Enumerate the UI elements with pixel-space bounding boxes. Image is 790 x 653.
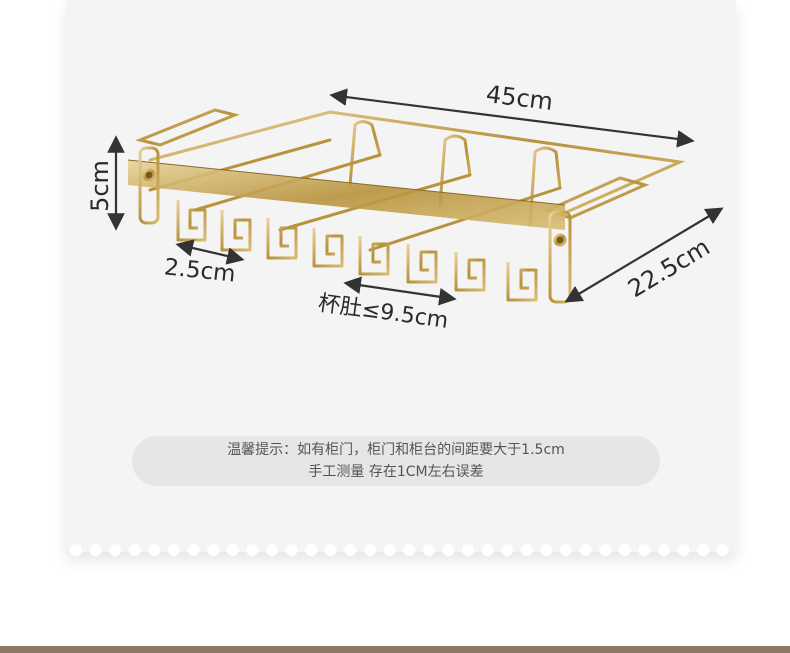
scallop-dot	[226, 544, 239, 556]
dimension-arrows	[107, 88, 724, 306]
scallop-dot	[697, 544, 710, 556]
scallop-dot	[70, 544, 82, 556]
scallop-dot	[462, 544, 474, 556]
notice-box: 温馨提示：如有柜门，柜门和柜台的间距要大于1.5cm 手工测量 存在1CM左右误…	[132, 436, 660, 486]
bottom-bar	[0, 646, 790, 653]
scallop-dot	[677, 544, 690, 556]
scallop-dot	[658, 544, 670, 556]
scallop-dot	[618, 544, 631, 556]
scallop-dot	[128, 544, 141, 556]
scallop-dot	[579, 544, 592, 556]
scallop-dot	[246, 544, 259, 556]
scallop-dot	[187, 544, 200, 556]
scallop-dot	[599, 544, 612, 556]
wine-glass-rack-illustration	[107, 88, 724, 306]
scallop-dot	[344, 544, 357, 556]
notice-line-1: 温馨提示：如有柜门，柜门和柜台的间距要大于1.5cm	[227, 442, 565, 458]
scallop-dot	[481, 544, 494, 556]
scallop-dot	[540, 544, 553, 556]
scallop-dot	[168, 544, 180, 556]
front-bar	[127, 159, 566, 230]
scalloped-edge	[70, 544, 729, 556]
scallop-dot	[422, 544, 435, 556]
scallop-dot	[383, 544, 396, 556]
scallop-dot	[442, 544, 455, 556]
scallop-dot	[520, 544, 533, 556]
scallop-dot	[207, 544, 220, 556]
scallop-dot	[364, 544, 376, 556]
scallop-dot	[109, 544, 122, 556]
scallop-dot	[638, 544, 651, 556]
scallop-dot	[560, 544, 572, 556]
scallop-dot	[324, 544, 337, 556]
scallop-dot	[285, 544, 298, 556]
height-label: 5cm	[85, 160, 114, 212]
scallop-dot	[266, 544, 278, 556]
scallop-dot	[501, 544, 514, 556]
scallop-dot	[403, 544, 416, 556]
notice-line-2: 手工测量 存在1CM左右误差	[308, 464, 484, 480]
scallop-dot	[148, 544, 161, 556]
scallop-dot	[89, 544, 102, 556]
scallop-dot	[305, 544, 318, 556]
scallop-dot	[716, 544, 729, 556]
side-bracket-left	[138, 146, 160, 225]
